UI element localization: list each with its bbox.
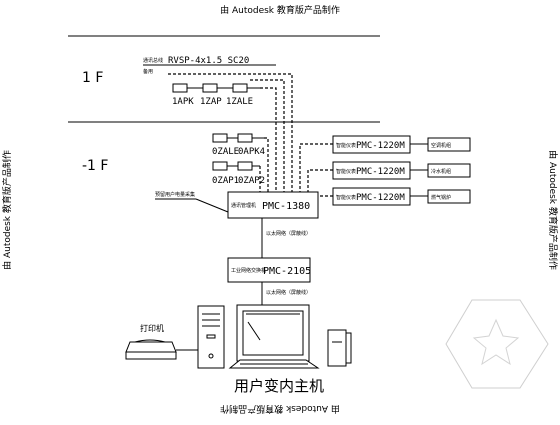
pmc1220-prefix-2: 智能仪表	[336, 168, 356, 175]
watermark-left: 由 Autodesk 教育版产品制作	[1, 150, 13, 270]
panel-label-0apk4: 0APK4	[238, 147, 265, 157]
pmc1220-right-1: 空调机组	[431, 142, 451, 149]
watermark-right: 由 Autodesk 教育版产品制作	[547, 150, 559, 270]
panel-label-1zap: 1ZAP	[200, 97, 222, 107]
pmc1380-prefix: 通讯管理机	[231, 202, 256, 209]
panel-box-0zale	[212, 133, 228, 143]
panel-box-1zap	[202, 83, 218, 93]
pmc1220-right-3: 燃气锅炉	[431, 194, 451, 201]
star-decoration	[445, 299, 549, 389]
cable-prefix: 通讯总线	[143, 57, 163, 64]
floor-label-basement: -1 F	[82, 158, 108, 174]
link1-label: 以太网络（屏蔽线）	[266, 230, 311, 237]
panel-label-0zale: 0ZALE	[212, 147, 239, 157]
bus-line-pmc1220-3	[315, 195, 333, 206]
panel-box-0zap1	[212, 161, 228, 171]
spare-note: 预留用户电量采集	[155, 191, 195, 198]
pmc1220-model-3: PMC-1220M	[356, 193, 405, 203]
panel-box-0zap2	[237, 161, 253, 171]
bus-line-pmc1220-1	[299, 143, 333, 192]
basement-panels-row1: 0ZALE 0APK4	[212, 133, 265, 157]
keyboard-icon	[228, 359, 320, 369]
speaker-icon	[327, 329, 352, 367]
panel-box-0apk4	[237, 133, 253, 143]
printer-icon	[125, 339, 177, 360]
bus-line-basement-1	[264, 137, 269, 192]
panel-box-1apk	[172, 83, 188, 93]
host-caption: 用户变内主机	[234, 377, 324, 395]
panel-label-1apk: 1APK	[172, 97, 194, 107]
bus-line-pmc1220-2	[307, 169, 333, 192]
pmc1220-prefix-3: 智能仪表	[336, 194, 356, 201]
floor-label-1f: 1 F	[82, 70, 103, 86]
link2-label: 以太网络（屏蔽线）	[266, 289, 311, 296]
panel-label-0zap1: 0ZAP1	[212, 176, 239, 186]
pmc1220-unit-1: 智能仪表 PMC-1220M 空调机组	[332, 135, 471, 154]
pmc1220-unit-3: 智能仪表 PMC-1220M 燃气锅炉	[332, 187, 471, 206]
bus-line-1	[260, 87, 277, 192]
computer-tower-icon	[197, 305, 225, 369]
watermark-top: 由 Autodesk 教育版产品制作	[220, 4, 340, 16]
pmc2105-model: PMC-2105	[263, 266, 311, 277]
monitor-icon	[236, 304, 310, 369]
watermark-bottom: 由 Autodesk 教育版产品制作	[220, 403, 340, 415]
panel-label-0zap2: 0ZAP2	[238, 176, 265, 186]
bus-line-2	[250, 79, 285, 192]
pmc1220-unit-2: 智能仪表 PMC-1220M 冷水机组	[332, 161, 471, 180]
first-floor-panels: 1APK 1ZAP 1ZALE	[172, 83, 260, 107]
pmc1220-model-1: PMC-1220M	[356, 141, 405, 151]
pmc2105-box: 工业网络交换机 PMC-2105	[227, 257, 311, 283]
pmc1220-model-2: PMC-1220M	[356, 167, 405, 177]
panel-label-1zale: 1ZALE	[226, 97, 253, 107]
pmc1220-prefix-1: 智能仪表	[336, 142, 356, 149]
pmc2105-prefix: 工业网络交换机	[231, 267, 266, 274]
pmc1220-right-2: 冷水机组	[431, 168, 451, 175]
panel-box-1zale	[232, 83, 248, 93]
bus-line-3	[168, 73, 293, 192]
printer-label: 打印机	[140, 323, 164, 333]
cable-label: RVSP-4x1.5 SC20	[168, 56, 249, 66]
pmc1380-box: 通讯管理机 PMC-1380	[227, 191, 319, 219]
pmc1380-model: PMC-1380	[262, 201, 310, 212]
basement-panels-row2: 0ZAP1 0ZAP2	[212, 161, 265, 186]
cable-note: 备用	[143, 68, 153, 75]
